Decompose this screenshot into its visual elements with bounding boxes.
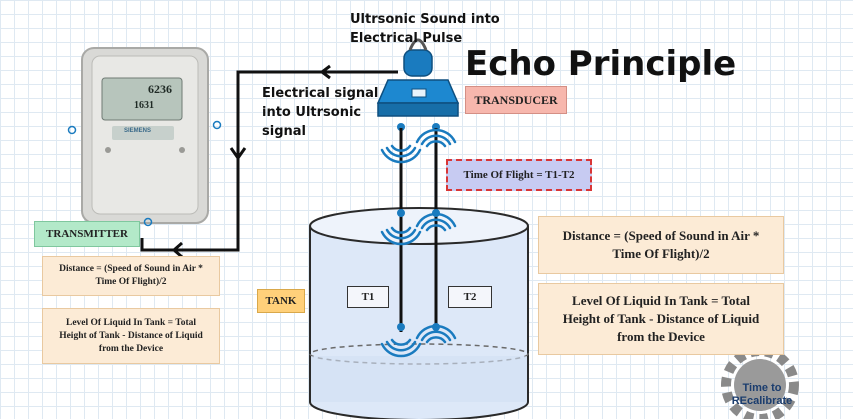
t2-label: T2 <box>448 286 492 308</box>
note-line: Level Of Liquid In Tank = Total <box>572 293 750 308</box>
signal-arrow-down <box>229 147 247 161</box>
distance-note-large: Distance = (Speed of Sound in Air * Time… <box>538 216 784 274</box>
signal-line-upper <box>140 70 398 252</box>
caption-top-line: Ultrsonic Sound into <box>350 12 500 27</box>
transmitter-device <box>81 47 209 224</box>
note-line: Height of Tank - Distance of Liquid <box>59 330 203 341</box>
wave-icon <box>380 226 422 246</box>
time-of-flight-label: Time Of Flight = T1-T2 <box>446 159 592 191</box>
note-line: Time Of Flight)/2 <box>95 277 167 287</box>
transducer-device <box>376 38 460 131</box>
caption-middle-line: Electrical signal <box>262 86 379 101</box>
caption-top-line: Electrical Pulse <box>350 31 463 46</box>
connector-dot <box>143 217 153 227</box>
wave-icon <box>415 212 457 232</box>
display-reading-1: 6236 <box>148 82 172 96</box>
gear-icon <box>721 346 799 419</box>
logo: Time to REcalibrate <box>722 382 802 408</box>
logo-line: REcalibrate <box>731 395 793 407</box>
caption-top: Ultrsonic Sound into Electrical Pulse <box>350 10 500 48</box>
caption-middle-line: into Ultrsonic <box>262 105 362 120</box>
page-title: Echo Principle <box>465 44 737 84</box>
transducer-label: TRANSDUCER <box>465 86 567 114</box>
wave-icon <box>380 338 422 358</box>
note-line: Height of Tank - Distance of Liquid <box>562 311 760 326</box>
level-note-large: Level Of Liquid In Tank = Total Height o… <box>538 283 784 355</box>
caption-middle: Electrical signal into Ultrsonic signal <box>262 84 378 141</box>
signal-arrow-left-top <box>319 64 331 80</box>
logo-line: Time to <box>742 382 782 394</box>
signal-arrow-left-bottom <box>171 241 183 259</box>
level-note-small: Level Of Liquid In Tank = Total Height o… <box>42 308 220 364</box>
device-brand: SIEMENS <box>124 128 152 134</box>
note-line: Distance = (Speed of Sound in Air * <box>59 264 203 274</box>
t1-label: T1 <box>347 286 389 308</box>
transmitter-label: TRANSMITTER <box>34 221 140 247</box>
wave-icon <box>380 144 422 164</box>
display-reading-2: 1631 <box>134 100 154 111</box>
caption-middle-line: signal <box>262 124 306 139</box>
distance-note-small: Distance = (Speed of Sound in Air * Time… <box>42 256 220 296</box>
wave-icon <box>415 128 457 148</box>
connector-dot <box>212 120 222 130</box>
connector-dot <box>67 125 77 135</box>
note-line: from the Device <box>98 343 164 354</box>
tank-label: TANK <box>257 289 305 313</box>
note-line: Time Of Flight)/2 <box>612 246 710 261</box>
note-line: Distance = (Speed of Sound in Air * <box>562 228 760 243</box>
note-line: from the Device <box>617 329 705 344</box>
note-line: Level Of Liquid In Tank = Total <box>65 317 197 328</box>
tank <box>309 207 529 419</box>
wave-icon <box>415 324 457 344</box>
